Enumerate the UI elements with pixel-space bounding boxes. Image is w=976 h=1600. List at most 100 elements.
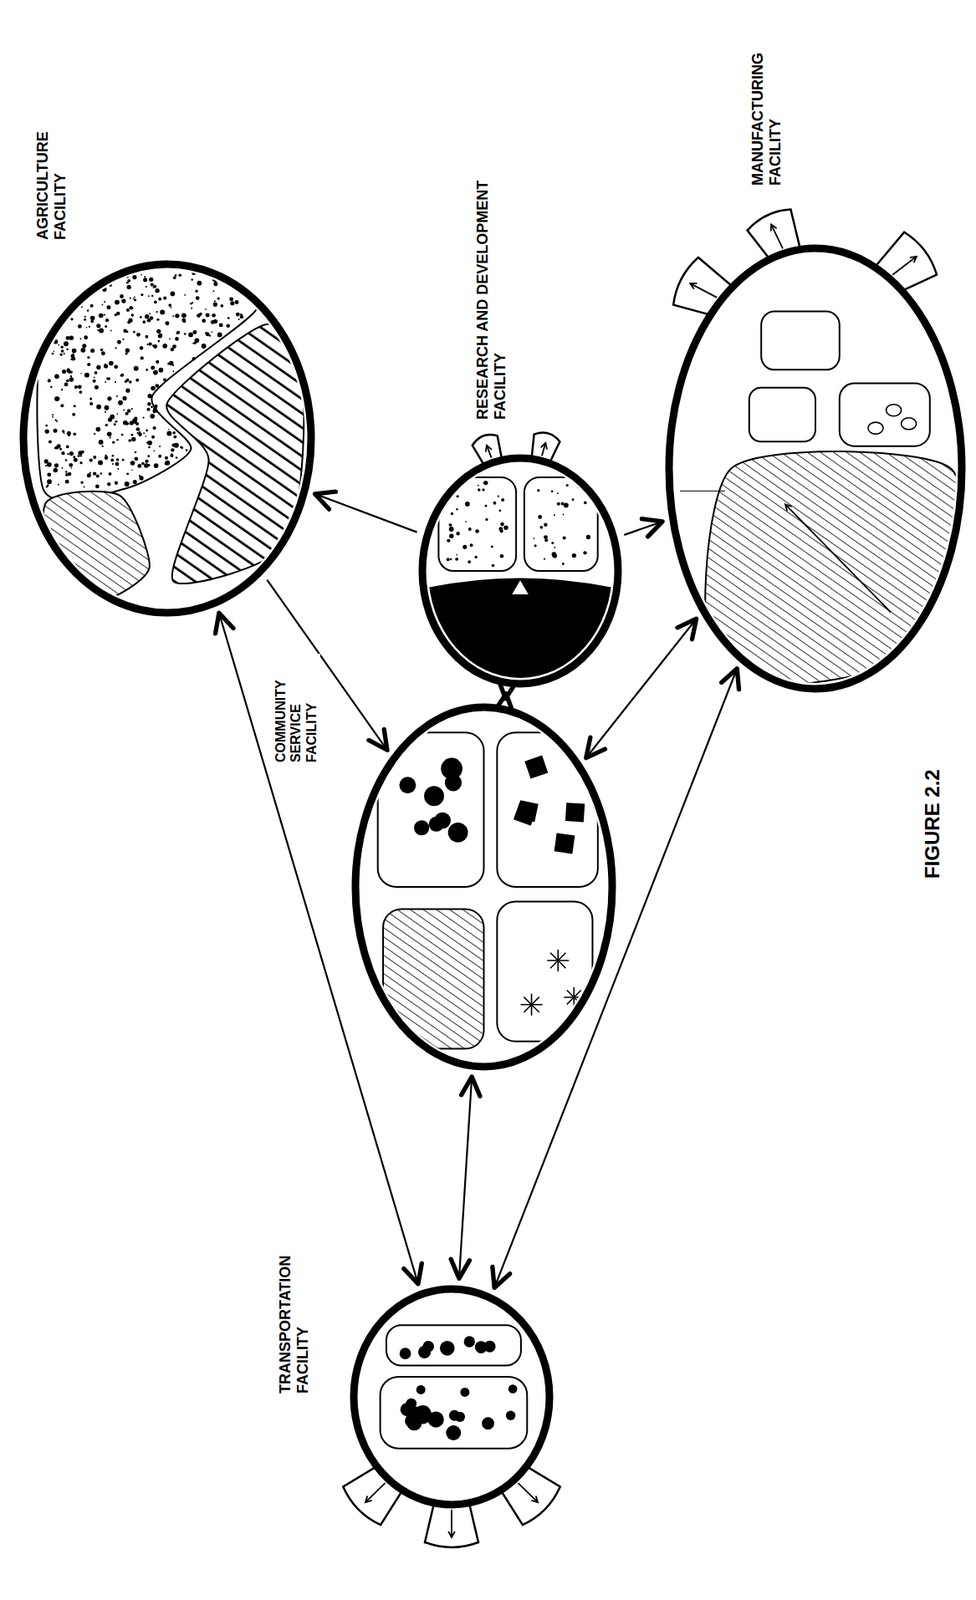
speck bbox=[134, 458, 138, 462]
blob bbox=[439, 1341, 455, 1357]
speck bbox=[102, 275, 105, 278]
speck bbox=[102, 287, 107, 292]
speck bbox=[60, 404, 64, 409]
facility-node: RESEARCH AND DEVELOPMENT FACILITY bbox=[418, 454, 623, 689]
compartment bbox=[524, 477, 598, 572]
speck bbox=[87, 297, 90, 300]
speck bbox=[60, 353, 63, 357]
facility-outline bbox=[418, 454, 623, 689]
speck bbox=[166, 431, 172, 437]
speck bbox=[204, 332, 208, 336]
speck bbox=[126, 276, 128, 279]
speck bbox=[499, 510, 502, 513]
speck bbox=[156, 329, 161, 334]
speck bbox=[57, 484, 60, 486]
speck bbox=[70, 287, 74, 292]
speck bbox=[214, 281, 217, 284]
speck bbox=[125, 422, 129, 426]
speck bbox=[149, 414, 155, 420]
speck bbox=[96, 281, 102, 287]
speck bbox=[213, 272, 216, 276]
speck bbox=[214, 301, 216, 303]
speck bbox=[116, 311, 120, 316]
speck bbox=[112, 454, 115, 458]
speck bbox=[129, 421, 134, 426]
speck bbox=[135, 422, 139, 426]
speck bbox=[153, 285, 157, 289]
speck bbox=[148, 342, 152, 347]
speck bbox=[133, 296, 136, 299]
asterisk-stroke bbox=[523, 997, 539, 1013]
speck bbox=[144, 436, 147, 439]
blob bbox=[447, 822, 468, 844]
compartment bbox=[438, 477, 517, 572]
speck bbox=[114, 276, 118, 280]
speck bbox=[126, 331, 129, 334]
speck bbox=[128, 318, 133, 323]
speck bbox=[170, 307, 173, 310]
speck bbox=[45, 424, 48, 428]
speck bbox=[178, 274, 182, 278]
speck bbox=[142, 321, 146, 325]
speck bbox=[89, 402, 93, 406]
speck bbox=[154, 289, 159, 294]
speck bbox=[583, 501, 588, 506]
speck bbox=[140, 357, 144, 361]
speck bbox=[113, 424, 117, 427]
speck bbox=[62, 287, 66, 291]
compartment bbox=[839, 383, 931, 447]
speck bbox=[77, 451, 82, 456]
speck bbox=[145, 429, 149, 433]
inner-arrow bbox=[450, 1510, 453, 1539]
speck bbox=[137, 464, 142, 469]
speck bbox=[66, 336, 71, 341]
speck bbox=[81, 481, 84, 485]
speck bbox=[54, 464, 59, 469]
speck bbox=[117, 469, 119, 471]
speck bbox=[450, 512, 454, 516]
speck bbox=[536, 489, 540, 492]
speck bbox=[586, 535, 591, 540]
speck bbox=[121, 434, 124, 437]
inner-arrow-head bbox=[785, 505, 793, 512]
speck bbox=[57, 344, 60, 347]
speck bbox=[84, 316, 87, 318]
speck bbox=[146, 408, 150, 412]
speck bbox=[127, 409, 131, 414]
speck bbox=[93, 377, 96, 379]
speck bbox=[174, 314, 179, 319]
speck bbox=[65, 480, 70, 485]
speck bbox=[112, 463, 114, 466]
speck bbox=[86, 327, 88, 329]
speck bbox=[45, 429, 50, 435]
speck bbox=[90, 349, 95, 354]
speck bbox=[131, 307, 134, 311]
speck bbox=[95, 485, 100, 490]
speck bbox=[114, 300, 120, 306]
speck bbox=[74, 385, 78, 389]
speck bbox=[109, 437, 112, 440]
speck bbox=[135, 378, 139, 383]
blob bbox=[428, 817, 444, 833]
speck bbox=[150, 283, 154, 287]
speck bbox=[102, 445, 104, 448]
speck bbox=[70, 354, 75, 359]
speck bbox=[103, 301, 106, 304]
speck bbox=[132, 275, 137, 280]
speck bbox=[153, 427, 157, 431]
speck bbox=[211, 332, 214, 334]
speck bbox=[100, 348, 104, 353]
speck bbox=[46, 462, 52, 468]
inner-arrow bbox=[689, 284, 717, 299]
speck bbox=[212, 291, 215, 293]
speck bbox=[56, 307, 59, 311]
speck bbox=[73, 458, 78, 463]
speck bbox=[55, 446, 59, 450]
speck bbox=[474, 556, 477, 559]
speck bbox=[79, 391, 83, 395]
speck bbox=[133, 366, 139, 372]
speck bbox=[150, 386, 156, 392]
speck bbox=[227, 317, 230, 321]
asterisk-stroke bbox=[550, 953, 566, 969]
